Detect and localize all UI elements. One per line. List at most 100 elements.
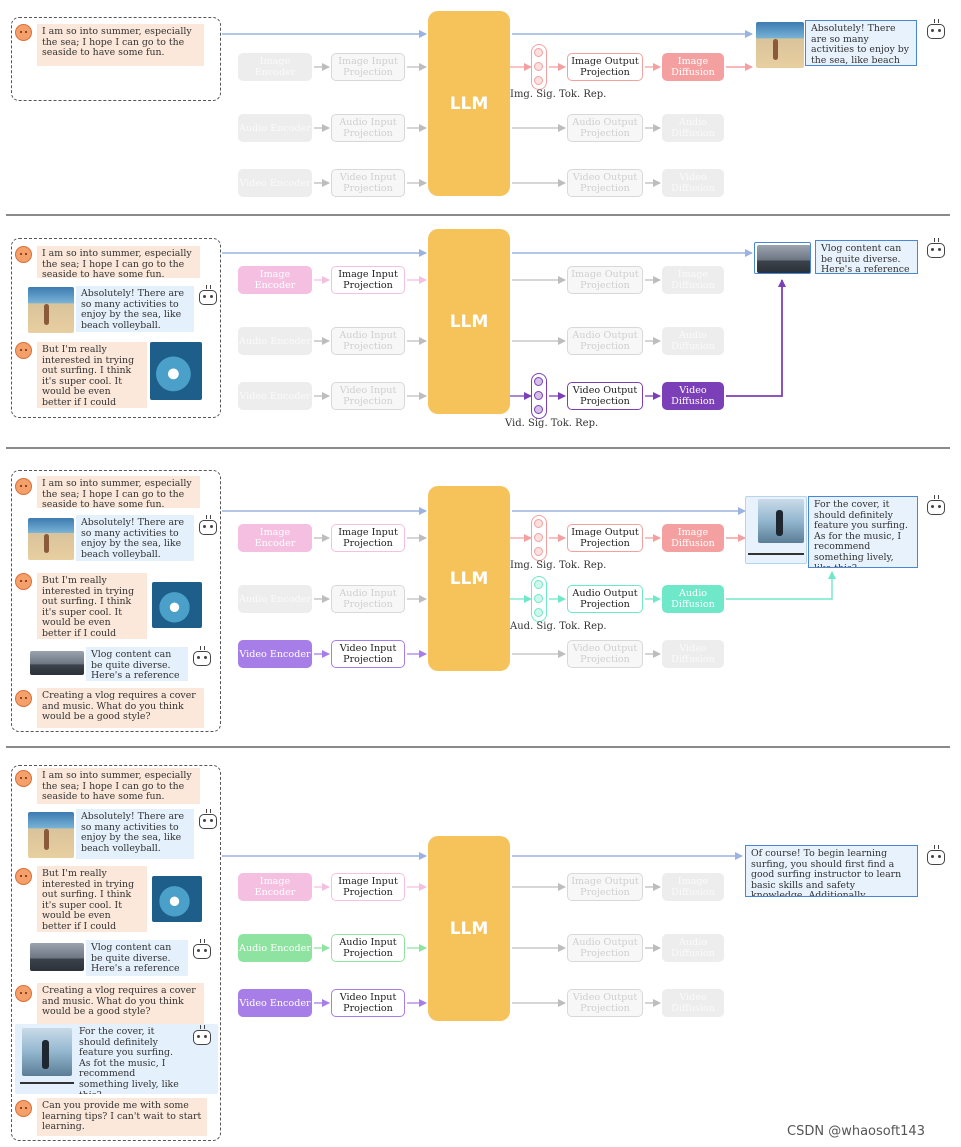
image-encoder-box: Image Encoder [238,873,312,901]
audio-output-projection-box: Audio Output Projection [567,585,643,613]
user-avatar-icon [15,342,32,359]
audio-diffusion-to-output-arrow [726,571,836,600]
assistant-message: Vlog content can be quite diverse. Here'… [86,940,188,976]
video-token-label: Vid. Sig. Tok. Rep. [505,418,599,429]
audio-diffusion-box: Audio Diffusion [662,327,724,355]
audio-token-label: Aud. Sig. Tok. Rep. [510,621,607,632]
robot-avatar-icon [193,646,211,666]
user-avatar-icon [15,868,32,885]
token-dot [534,594,543,603]
output-message: Of course! To begin learning surfing, yo… [745,845,918,897]
conversation-history-frame [11,17,221,101]
image-diffusion-box: Image Diffusion [662,873,724,901]
video-frame-border [754,242,811,274]
robot-eye [204,949,207,952]
token-dot [534,48,543,57]
beach-thumbnail [756,22,804,68]
audio-input-projection-box: Audio Input Projection [331,114,405,142]
image-output-projection-box: Image Output Projection [567,53,643,81]
robot-eye [210,525,213,528]
audio-output-projection-box: Audio Output Projection [567,934,643,962]
token-dot [534,547,543,556]
robot-avatar-icon [199,285,217,305]
robot-eye [931,505,934,508]
audio-output-projection-box: Audio Output Projection [567,327,643,355]
robot-eye [203,295,206,298]
user-avatar-icon [15,478,32,495]
user-message: But I'm really interested in trying out … [37,866,147,932]
video-diffusion-box: Video Diffusion [662,989,724,1017]
panel-separator [6,214,950,216]
video-diffusion-box: Video Diffusion [662,169,724,197]
diffusion-to-output-arrow [726,279,786,397]
robot-eye [197,1035,200,1038]
assistant-message: Absolutely! There are so many activities… [76,286,194,332]
user-message: Creating a vlog requires a cover and mus… [37,688,204,728]
audio-encoder-box: Audio Encoder [238,934,312,962]
audio-encoder-box: Audio Encoder [238,327,312,355]
robot-avatar-icon [927,238,945,258]
panel-separator [6,746,950,748]
image-diffusion-box: Image Diffusion [662,53,724,81]
conversation-history-frame [11,238,221,418]
video-encoder-box: Video Encoder [238,640,312,668]
user-avatar-icon [15,24,32,41]
robot-eye [931,29,934,32]
robot-avatar-icon [927,845,945,865]
user-message: But I'm really interested in trying out … [37,342,147,408]
token-dot [534,519,543,528]
image-output-projection-box: Image Output Projection [567,524,643,552]
user-message: But I'm really interested in trying out … [37,573,147,639]
audio-input-projection-box: Audio Input Projection [331,585,405,613]
user-message: I am so into summer, especially the sea;… [37,246,200,278]
image-encoder-box: Image Encoder [238,266,312,294]
wave-thumbnail [152,582,202,628]
image-encoder-box: Image Encoder [238,524,312,552]
token-dot [534,76,543,85]
user-avatar-icon [15,985,32,1002]
video-thumbnail [30,651,84,675]
robot-eye [938,505,941,508]
image-input-projection-box: Image Input Projection [331,873,405,901]
audio-diffusion-box: Audio Diffusion [662,585,724,613]
robot-eye [210,295,213,298]
robot-eye [931,855,934,858]
user-message: Creating a vlog requires a cover and mus… [37,983,204,1025]
assistant-message: Absolutely! There are so many activities… [76,515,194,561]
image-diffusion-box: Image Diffusion [662,266,724,294]
image-token-label: Img. Sig. Tok. Rep. [510,560,607,571]
user-avatar-icon [15,573,32,590]
beach-thumbnail [28,812,74,858]
output-message: Vlog content can be quite diverse. Here'… [815,240,918,274]
llm-block: LLM [428,836,510,1021]
video-output-projection-box: Video Output Projection [567,989,643,1017]
robot-avatar-icon [193,939,211,959]
image-diffusion-box: Image Diffusion [662,524,724,552]
audio-waveform [748,553,804,555]
token-dot [534,377,543,386]
robot-eye [203,525,206,528]
token-dot [534,62,543,71]
audio-output-projection-box: Audio Output Projection [567,114,643,142]
audio-signal-tokens [531,576,547,622]
robot-avatar-icon [927,19,945,39]
audio-input-projection-box: Audio Input Projection [331,934,405,962]
video-output-projection-box: Video Output Projection [567,382,643,410]
robot-eye [204,1035,207,1038]
output-message: For the cover, it should definitely feat… [808,496,918,568]
video-diffusion-box: Video Diffusion [662,382,724,410]
robot-eye [931,248,934,251]
image-input-projection-box: Image Input Projection [331,53,405,81]
video-input-projection-box: Video Input Projection [331,382,405,410]
user-avatar-icon [15,246,32,263]
video-input-projection-box: Video Input Projection [331,640,405,668]
video-encoder-box: Video Encoder [238,382,312,410]
image-token-label: Img. Sig. Tok. Rep. [510,89,607,100]
user-avatar-icon [15,770,32,787]
robot-eye [197,949,200,952]
token-dot [534,580,543,589]
robot-avatar-icon [199,515,217,535]
robot-eye [938,248,941,251]
